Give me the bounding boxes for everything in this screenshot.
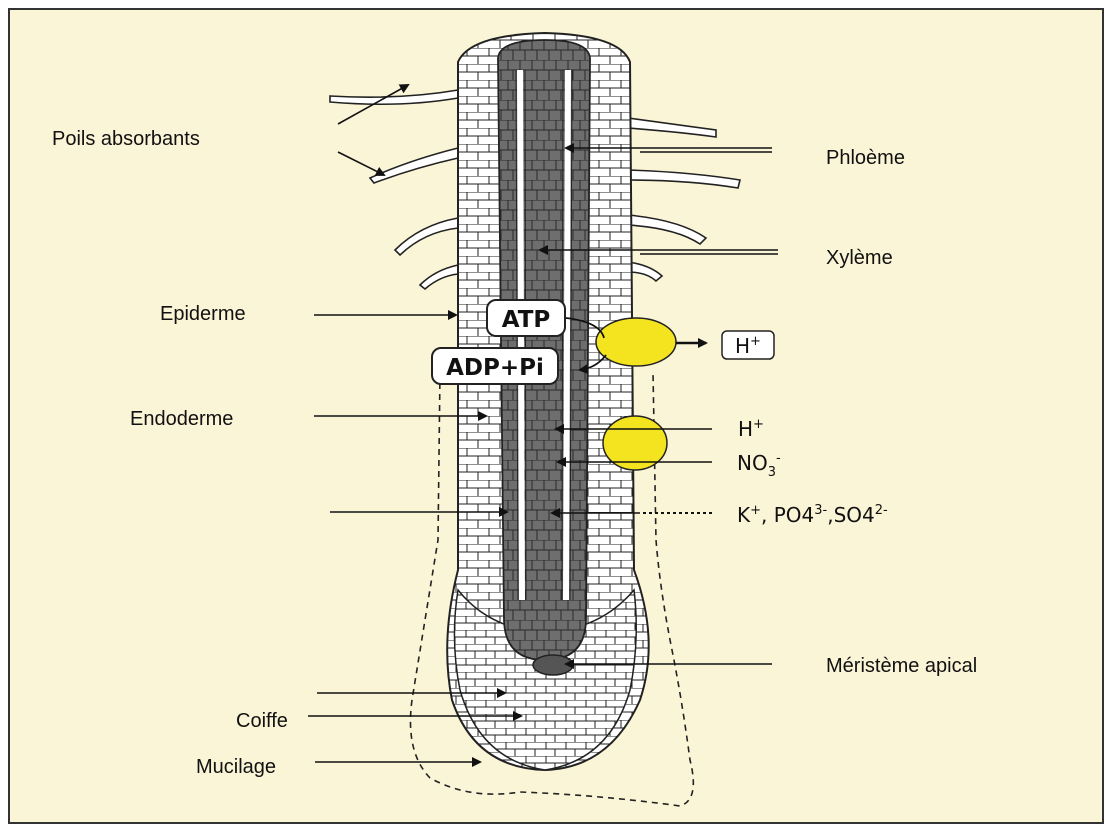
apical-meristem <box>533 655 573 675</box>
label-xyleme: Xylème <box>826 247 893 269</box>
proton-pump <box>596 318 676 366</box>
label-phloeme: Phloème <box>826 147 905 169</box>
label-coiffe: Coiffe <box>236 710 288 732</box>
label-mucilage: Mucilage <box>196 756 276 778</box>
phloem-strand <box>566 70 568 600</box>
label-endoderme: Endoderme <box>130 408 233 430</box>
label-meristeme-apical: Méristème apical <box>826 655 977 677</box>
label-epiderme: Epiderme <box>160 303 246 325</box>
adp-label: ADP+Pi <box>446 355 544 381</box>
label-poils-absorbants: Poils absorbants <box>52 128 200 150</box>
atp-label: ATP <box>502 307 551 333</box>
